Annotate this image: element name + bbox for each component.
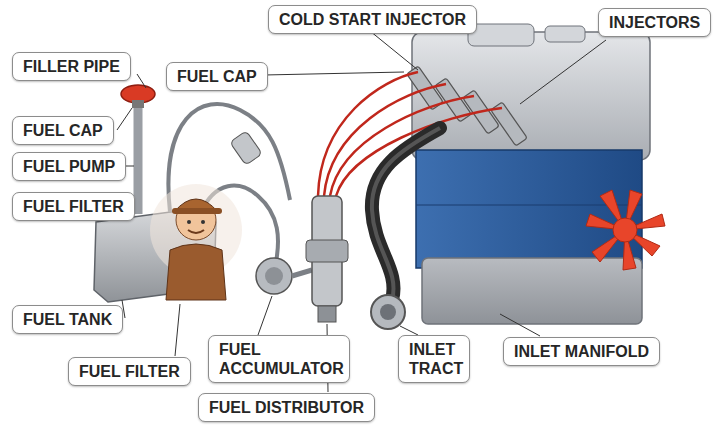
part-label: FUEL FILTER: [68, 357, 191, 386]
label-text: FUEL FILTER: [79, 362, 180, 381]
part-label: FUEL PUMP: [12, 152, 126, 181]
label-text: FUEL DISTRIBUTOR: [209, 398, 364, 417]
part-label: FUEL CAP: [166, 62, 268, 91]
part-label: FILLER PIPE: [12, 52, 131, 81]
part-label: FUEL FILTER: [12, 192, 135, 221]
label-text: INJECTORS: [609, 13, 700, 32]
label-text: INLET TRACT: [409, 340, 459, 378]
part-label: COLD START INJECTOR: [268, 5, 477, 34]
label-text: FILLER PIPE: [23, 57, 120, 76]
label-text: FUEL TANK: [23, 310, 112, 329]
part-label: FUEL ACCUMULATOR: [208, 335, 350, 383]
label-text: FUEL CAP: [23, 121, 103, 140]
part-label: FUEL TANK: [12, 305, 123, 334]
label-text: COLD START INJECTOR: [279, 10, 466, 29]
part-label: FUEL DISTRIBUTOR: [198, 393, 375, 422]
part-label: INLET MANIFOLD: [503, 337, 660, 366]
label-text: FUEL ACCUMULATOR: [219, 340, 339, 378]
label-text: FUEL PUMP: [23, 157, 115, 176]
label-text: INLET MANIFOLD: [514, 342, 649, 361]
part-label: FUEL CAP: [12, 116, 114, 145]
part-label: INJECTORS: [598, 8, 711, 37]
label-text: FUEL FILTER: [23, 197, 124, 216]
label-text: FUEL CAP: [177, 67, 257, 86]
part-label: INLET TRACT: [398, 335, 470, 383]
